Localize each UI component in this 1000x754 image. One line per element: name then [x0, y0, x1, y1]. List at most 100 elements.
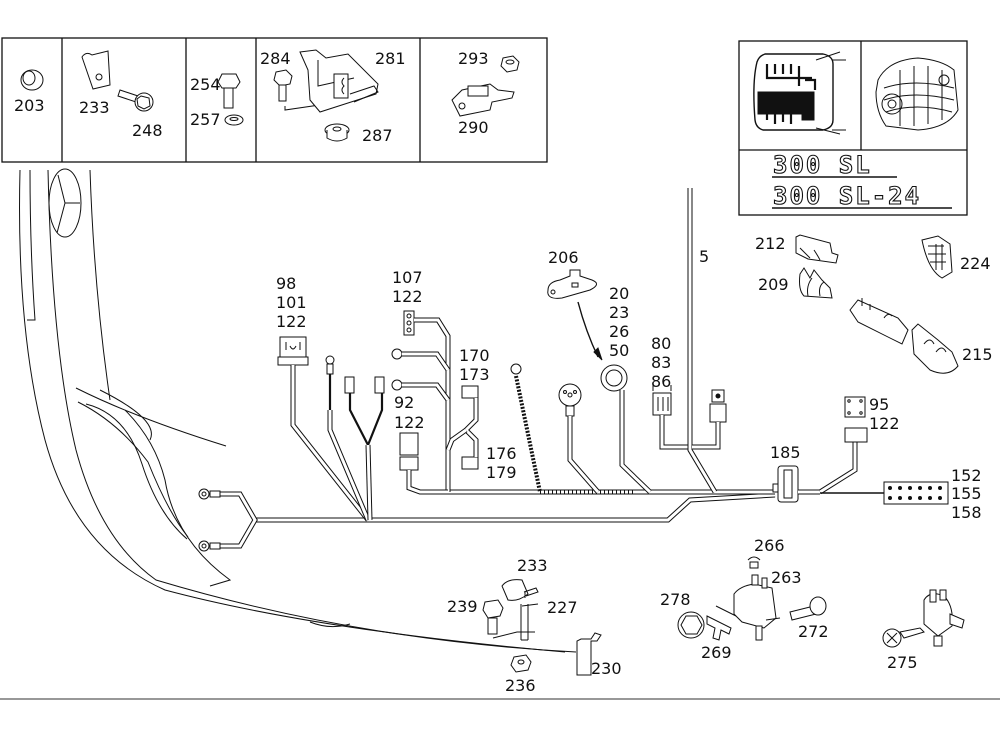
callout-248[interactable]: 248 [132, 121, 163, 140]
flange-nut-icon[interactable] [677, 611, 705, 639]
blade-terminal-icon[interactable] [374, 376, 385, 394]
callout-176[interactable]: 176 [486, 444, 517, 463]
bracket-icon[interactable] [492, 604, 535, 641]
callout-281[interactable]: 281 [375, 49, 406, 68]
ring-terminal-icon[interactable] [391, 379, 403, 391]
callout-122[interactable]: 122 [276, 312, 307, 331]
flange-bolt-icon[interactable] [117, 89, 154, 112]
relay-icon[interactable] [451, 83, 515, 117]
callout-170[interactable]: 170 [459, 346, 490, 365]
callout-227[interactable]: 227 [547, 598, 578, 617]
callout-122[interactable]: 122 [869, 414, 900, 433]
vacuum-valve-icon[interactable] [715, 574, 781, 641]
callout-173[interactable]: 173 [459, 365, 490, 384]
small-parts-legend: 203 233 248 254 257 284 [1, 37, 548, 163]
callout-179[interactable]: 179 [486, 463, 517, 482]
car-wiring-top-view-icon [753, 51, 846, 135]
plug-icon[interactable] [399, 432, 419, 456]
callout-50[interactable]: 50 [609, 341, 629, 360]
bottom-hardware-group: 233 239 227 236 230 266 263 278 [447, 536, 965, 695]
callout-230[interactable]: 230 [591, 659, 622, 678]
callout-158[interactable]: 158 [951, 503, 982, 522]
channel-clip-icon[interactable] [849, 299, 909, 345]
callout-26[interactable]: 26 [609, 322, 629, 341]
callout-224[interactable]: 224 [960, 254, 991, 273]
vacuum-reservoir-icon[interactable] [923, 589, 965, 647]
round-connector-icon[interactable] [600, 364, 628, 392]
ring-terminal-icon[interactable] [510, 363, 522, 375]
screw-icon[interactable] [789, 596, 827, 621]
callout-215[interactable]: 215 [962, 345, 993, 364]
callout-203[interactable]: 203 [14, 96, 45, 115]
washer-icon[interactable] [224, 114, 244, 126]
callout-257[interactable]: 257 [190, 110, 221, 129]
blade-terminal-icon[interactable] [344, 376, 355, 394]
callout-20[interactable]: 20 [609, 284, 629, 303]
connector-icon[interactable] [461, 385, 479, 399]
wiring-harness[interactable] [198, 188, 949, 552]
callout-212[interactable]: 212 [755, 234, 786, 253]
callout-263[interactable]: 263 [771, 568, 802, 587]
callout-236[interactable]: 236 [505, 676, 536, 695]
callout-80[interactable]: 80 [651, 334, 671, 353]
callout-122[interactable]: 122 [394, 413, 425, 432]
callout-254[interactable]: 254 [190, 75, 221, 94]
bracket-icon[interactable] [576, 632, 602, 676]
callout-122[interactable]: 122 [392, 287, 423, 306]
callout-239[interactable]: 239 [447, 597, 478, 616]
callout-275[interactable]: 275 [887, 653, 918, 672]
callout-290[interactable]: 290 [458, 118, 489, 137]
bracket-icon[interactable] [706, 615, 732, 641]
tapping-screw-icon[interactable] [882, 627, 925, 648]
callout-284[interactable]: 284 [260, 49, 291, 68]
cap-icon[interactable] [747, 556, 761, 569]
callout-269[interactable]: 269 [701, 643, 732, 662]
connector-icon[interactable] [403, 310, 415, 336]
callout-95[interactable]: 95 [869, 395, 889, 414]
callout-185[interactable]: 185 [770, 443, 801, 462]
callout-152[interactable]: 152 [951, 466, 982, 485]
callout-101[interactable]: 101 [276, 293, 307, 312]
callout-98[interactable]: 98 [276, 274, 296, 293]
hex-bolt-icon[interactable] [482, 599, 504, 635]
channel-clip-icon[interactable] [911, 323, 959, 374]
connector-icon[interactable] [279, 336, 307, 360]
callout-293[interactable]: 293 [458, 49, 489, 68]
callout-287[interactable]: 287 [362, 126, 393, 145]
callout-23[interactable]: 23 [609, 303, 629, 322]
pin-array [888, 486, 942, 500]
callout-209[interactable]: 209 [758, 275, 789, 294]
hose-clamp-icon[interactable] [501, 579, 529, 601]
clip-icon[interactable] [81, 50, 111, 90]
callout-266[interactable]: 266 [754, 536, 785, 555]
callout-155[interactable]: 155 [951, 484, 982, 503]
multipin-connector-icon[interactable] [883, 481, 949, 505]
legend-frame [1, 37, 548, 163]
bolt-icon[interactable] [273, 69, 341, 111]
clip-icon[interactable] [921, 235, 953, 279]
callout-278[interactable]: 278 [660, 590, 691, 609]
callout-5[interactable]: 5 [699, 247, 709, 266]
hex-bolt-icon[interactable] [217, 73, 241, 109]
terminal-icon[interactable] [325, 355, 335, 365]
clip-icon[interactable] [795, 234, 839, 264]
bracket-icon[interactable] [299, 49, 379, 113]
cap-icon[interactable] [20, 69, 44, 91]
harness-callouts: 98 101 122 107 122 170 173 92 122 176 17… [276, 247, 982, 522]
pointer-arrow [577, 301, 599, 358]
callout-272[interactable]: 272 [798, 622, 829, 641]
callout-92[interactable]: 92 [394, 393, 414, 412]
nut-icon[interactable] [324, 123, 350, 142]
ring-terminal-icon[interactable] [391, 348, 403, 360]
round-connector-icon[interactable] [558, 383, 582, 407]
callout-233[interactable]: 233 [517, 556, 548, 575]
connector-icon[interactable] [461, 456, 479, 470]
nut-icon[interactable] [500, 55, 520, 73]
callout-83[interactable]: 83 [651, 353, 671, 372]
callout-206[interactable]: 206 [548, 248, 579, 267]
callout-233[interactable]: 233 [79, 98, 110, 117]
callout-86[interactable]: 86 [651, 372, 671, 391]
callout-107[interactable]: 107 [392, 268, 423, 287]
cable-clips-group: 212 209 224 215 [755, 234, 993, 374]
clip-icon[interactable] [799, 267, 833, 299]
